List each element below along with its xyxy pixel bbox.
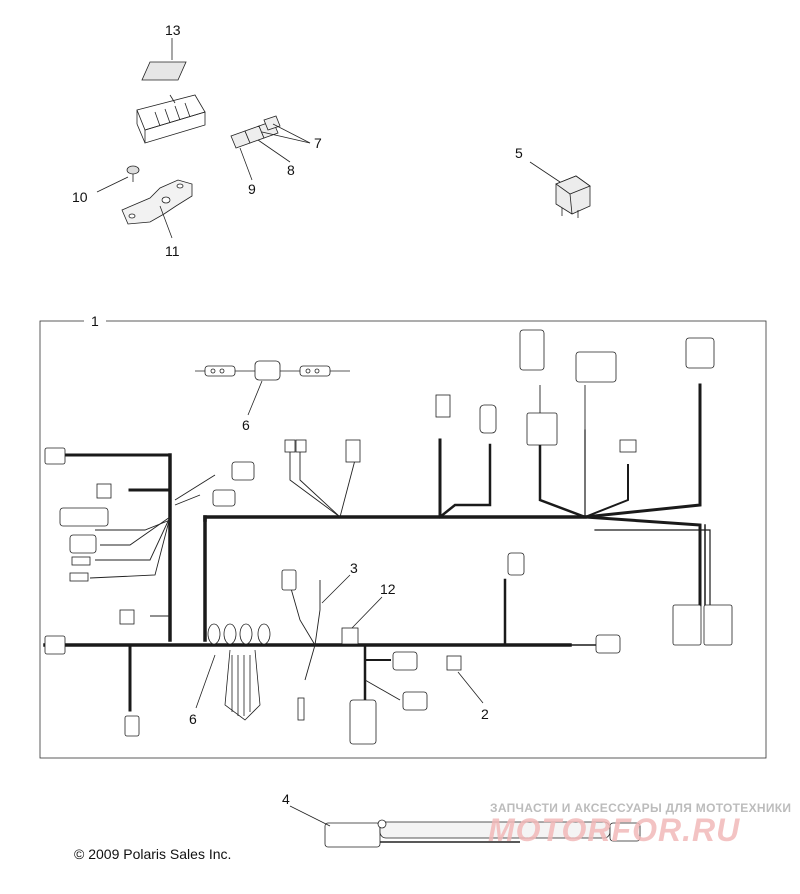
callout-4-leader	[289, 805, 331, 827]
callout-5: 5	[515, 145, 523, 161]
copyright-text: © 2009 Polaris Sales Inc.	[74, 846, 232, 862]
callout-11-leader	[159, 205, 173, 239]
callout-5-leader	[529, 161, 561, 183]
harness-connectors	[44, 329, 733, 745]
watermark-tagline: ЗАПЧАСТИ И АКСЕССУАРЫ ДЛЯ МОТОТЕХНИКИ	[490, 801, 792, 815]
callout-7: 7	[314, 135, 322, 151]
callout-6a: 6	[242, 417, 250, 433]
callout-2: 2	[481, 706, 489, 722]
harness-thin-wires	[89, 385, 586, 701]
callout-13: 13	[165, 22, 181, 38]
inline-fuse-top	[195, 360, 350, 381]
fuse-cluster-bottom	[207, 623, 271, 721]
fuse-box-part	[136, 61, 206, 144]
callout-6b-leader	[195, 654, 216, 709]
callout-4: 4	[282, 791, 290, 807]
callout-12: 12	[380, 581, 396, 597]
fuses-leaders	[239, 123, 311, 181]
watermark-logo: MOTORFOR.RU	[488, 812, 741, 848]
callout-10-leader	[96, 176, 129, 193]
callout-1: 1	[91, 313, 99, 329]
callout-8: 8	[287, 162, 295, 178]
callout-6b: 6	[189, 711, 197, 727]
callout-12-leader	[351, 596, 383, 629]
callout-3-leader	[321, 574, 351, 604]
fuses-part	[230, 115, 281, 149]
callout-11: 11	[165, 243, 180, 259]
callout-10: 10	[72, 189, 88, 205]
harness-box	[39, 320, 767, 759]
mounting-bracket-part	[121, 179, 193, 225]
callout-6a-leader	[247, 380, 263, 416]
battery-cable-part	[324, 819, 641, 848]
harness-trunks	[43, 383, 711, 712]
relay-part	[555, 175, 591, 218]
callout-2-leader	[457, 671, 484, 704]
callout-3: 3	[350, 560, 358, 576]
callout-9: 9	[248, 181, 256, 197]
push-rivet-part	[126, 165, 140, 182]
